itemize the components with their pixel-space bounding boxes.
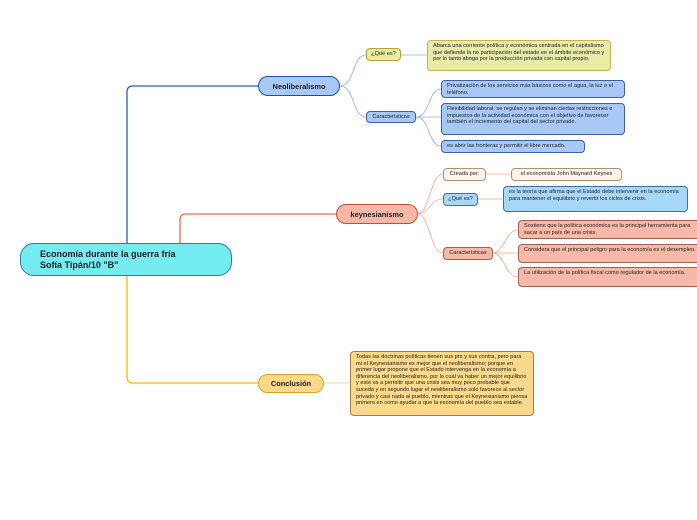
key-creada-por[interactable]: Creada por: bbox=[443, 168, 486, 181]
neo-que-es-text[interactable]: Abarca una corriente política y económic… bbox=[427, 40, 611, 71]
conclusion-text[interactable]: Todas las doctrinas políticas tienen sus… bbox=[350, 351, 534, 416]
key-caracteristica[interactable]: La utilización de la política fiscal com… bbox=[518, 267, 697, 287]
key-que-es-text[interactable]: es la teoría que afirma que el Estado de… bbox=[503, 186, 688, 212]
topic-neoliberalismo[interactable]: Neoliberalismo bbox=[258, 76, 340, 96]
key-caracteristica[interactable]: Considera que el principal peligro para … bbox=[518, 244, 697, 263]
key-que-es[interactable]: ¿Qué es? bbox=[443, 193, 478, 206]
root-title: Economía durante la guerra fría bbox=[40, 249, 176, 259]
topic-conclusion[interactable]: Conclusión bbox=[258, 374, 324, 393]
neo-caracteristica[interactable]: Flexibilidad laboral: se regulan y se el… bbox=[441, 103, 625, 135]
root-subtitle: Sofía Tipán/10 "B" bbox=[40, 259, 119, 270]
neo-caracteristicas[interactable]: Características bbox=[366, 111, 416, 123]
key-caracteristicas[interactable]: Características bbox=[443, 247, 493, 260]
key-caracteristica[interactable]: Sostiene que la política económica es la… bbox=[518, 220, 697, 239]
topic-keynesianismo[interactable]: keynesianismo bbox=[336, 204, 418, 224]
key-creada-text[interactable]: el economista John Maynard Keynes bbox=[511, 168, 622, 181]
neo-que-es[interactable]: ¿Qué es? bbox=[366, 48, 401, 61]
neo-caracteristica[interactable]: Privatización de los servicios más básic… bbox=[441, 80, 625, 98]
neo-caracteristica[interactable]: es abrir las fronteras y permitir el lib… bbox=[441, 140, 585, 153]
